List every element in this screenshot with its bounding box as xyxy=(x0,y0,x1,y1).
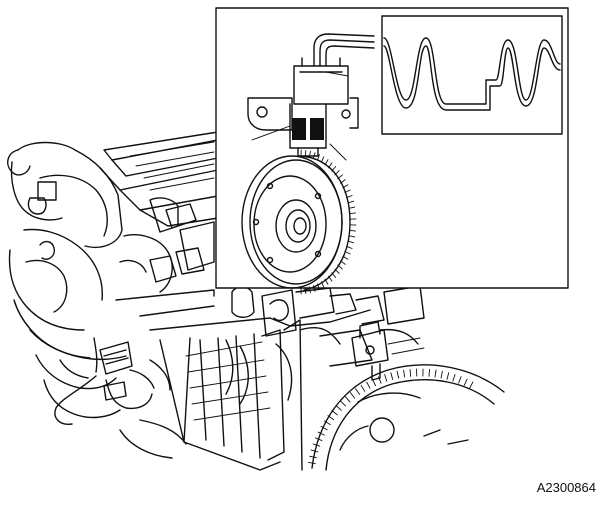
gear-tooth xyxy=(305,288,306,294)
gear-tooth xyxy=(356,389,360,395)
lower-pipes xyxy=(120,420,186,458)
ring-gear-teeth xyxy=(308,369,473,464)
crank-sensor-installed xyxy=(352,322,424,380)
flywheel-lower xyxy=(308,365,504,470)
gear-tooth xyxy=(410,369,411,376)
cylinder-head xyxy=(100,132,218,292)
gear-tooth xyxy=(441,371,442,378)
gear-tooth xyxy=(341,401,346,406)
gear-tooth xyxy=(332,410,337,414)
gear-tooth xyxy=(459,377,462,384)
gear-tooth xyxy=(345,397,350,402)
gear-tooth xyxy=(429,369,430,376)
gear-tooth xyxy=(336,406,341,411)
gear-tooth xyxy=(305,150,306,156)
gear-tooth xyxy=(453,374,455,381)
gear-tooth xyxy=(447,373,449,380)
detail-inset xyxy=(216,8,568,294)
figure-code: A2300864 xyxy=(537,480,596,495)
gear-tooth xyxy=(391,373,393,380)
intake-manifold xyxy=(8,143,126,418)
gear-tooth xyxy=(404,370,405,377)
gear-tooth xyxy=(397,371,398,378)
gear-tooth xyxy=(470,382,473,388)
gear-tooth xyxy=(308,462,315,463)
gear-tooth xyxy=(435,370,436,377)
gear-tooth xyxy=(367,382,370,388)
gear-tooth xyxy=(350,393,354,399)
gear-tooth xyxy=(464,379,467,385)
gear-tooth xyxy=(361,385,365,391)
gear-tooth xyxy=(385,375,387,382)
